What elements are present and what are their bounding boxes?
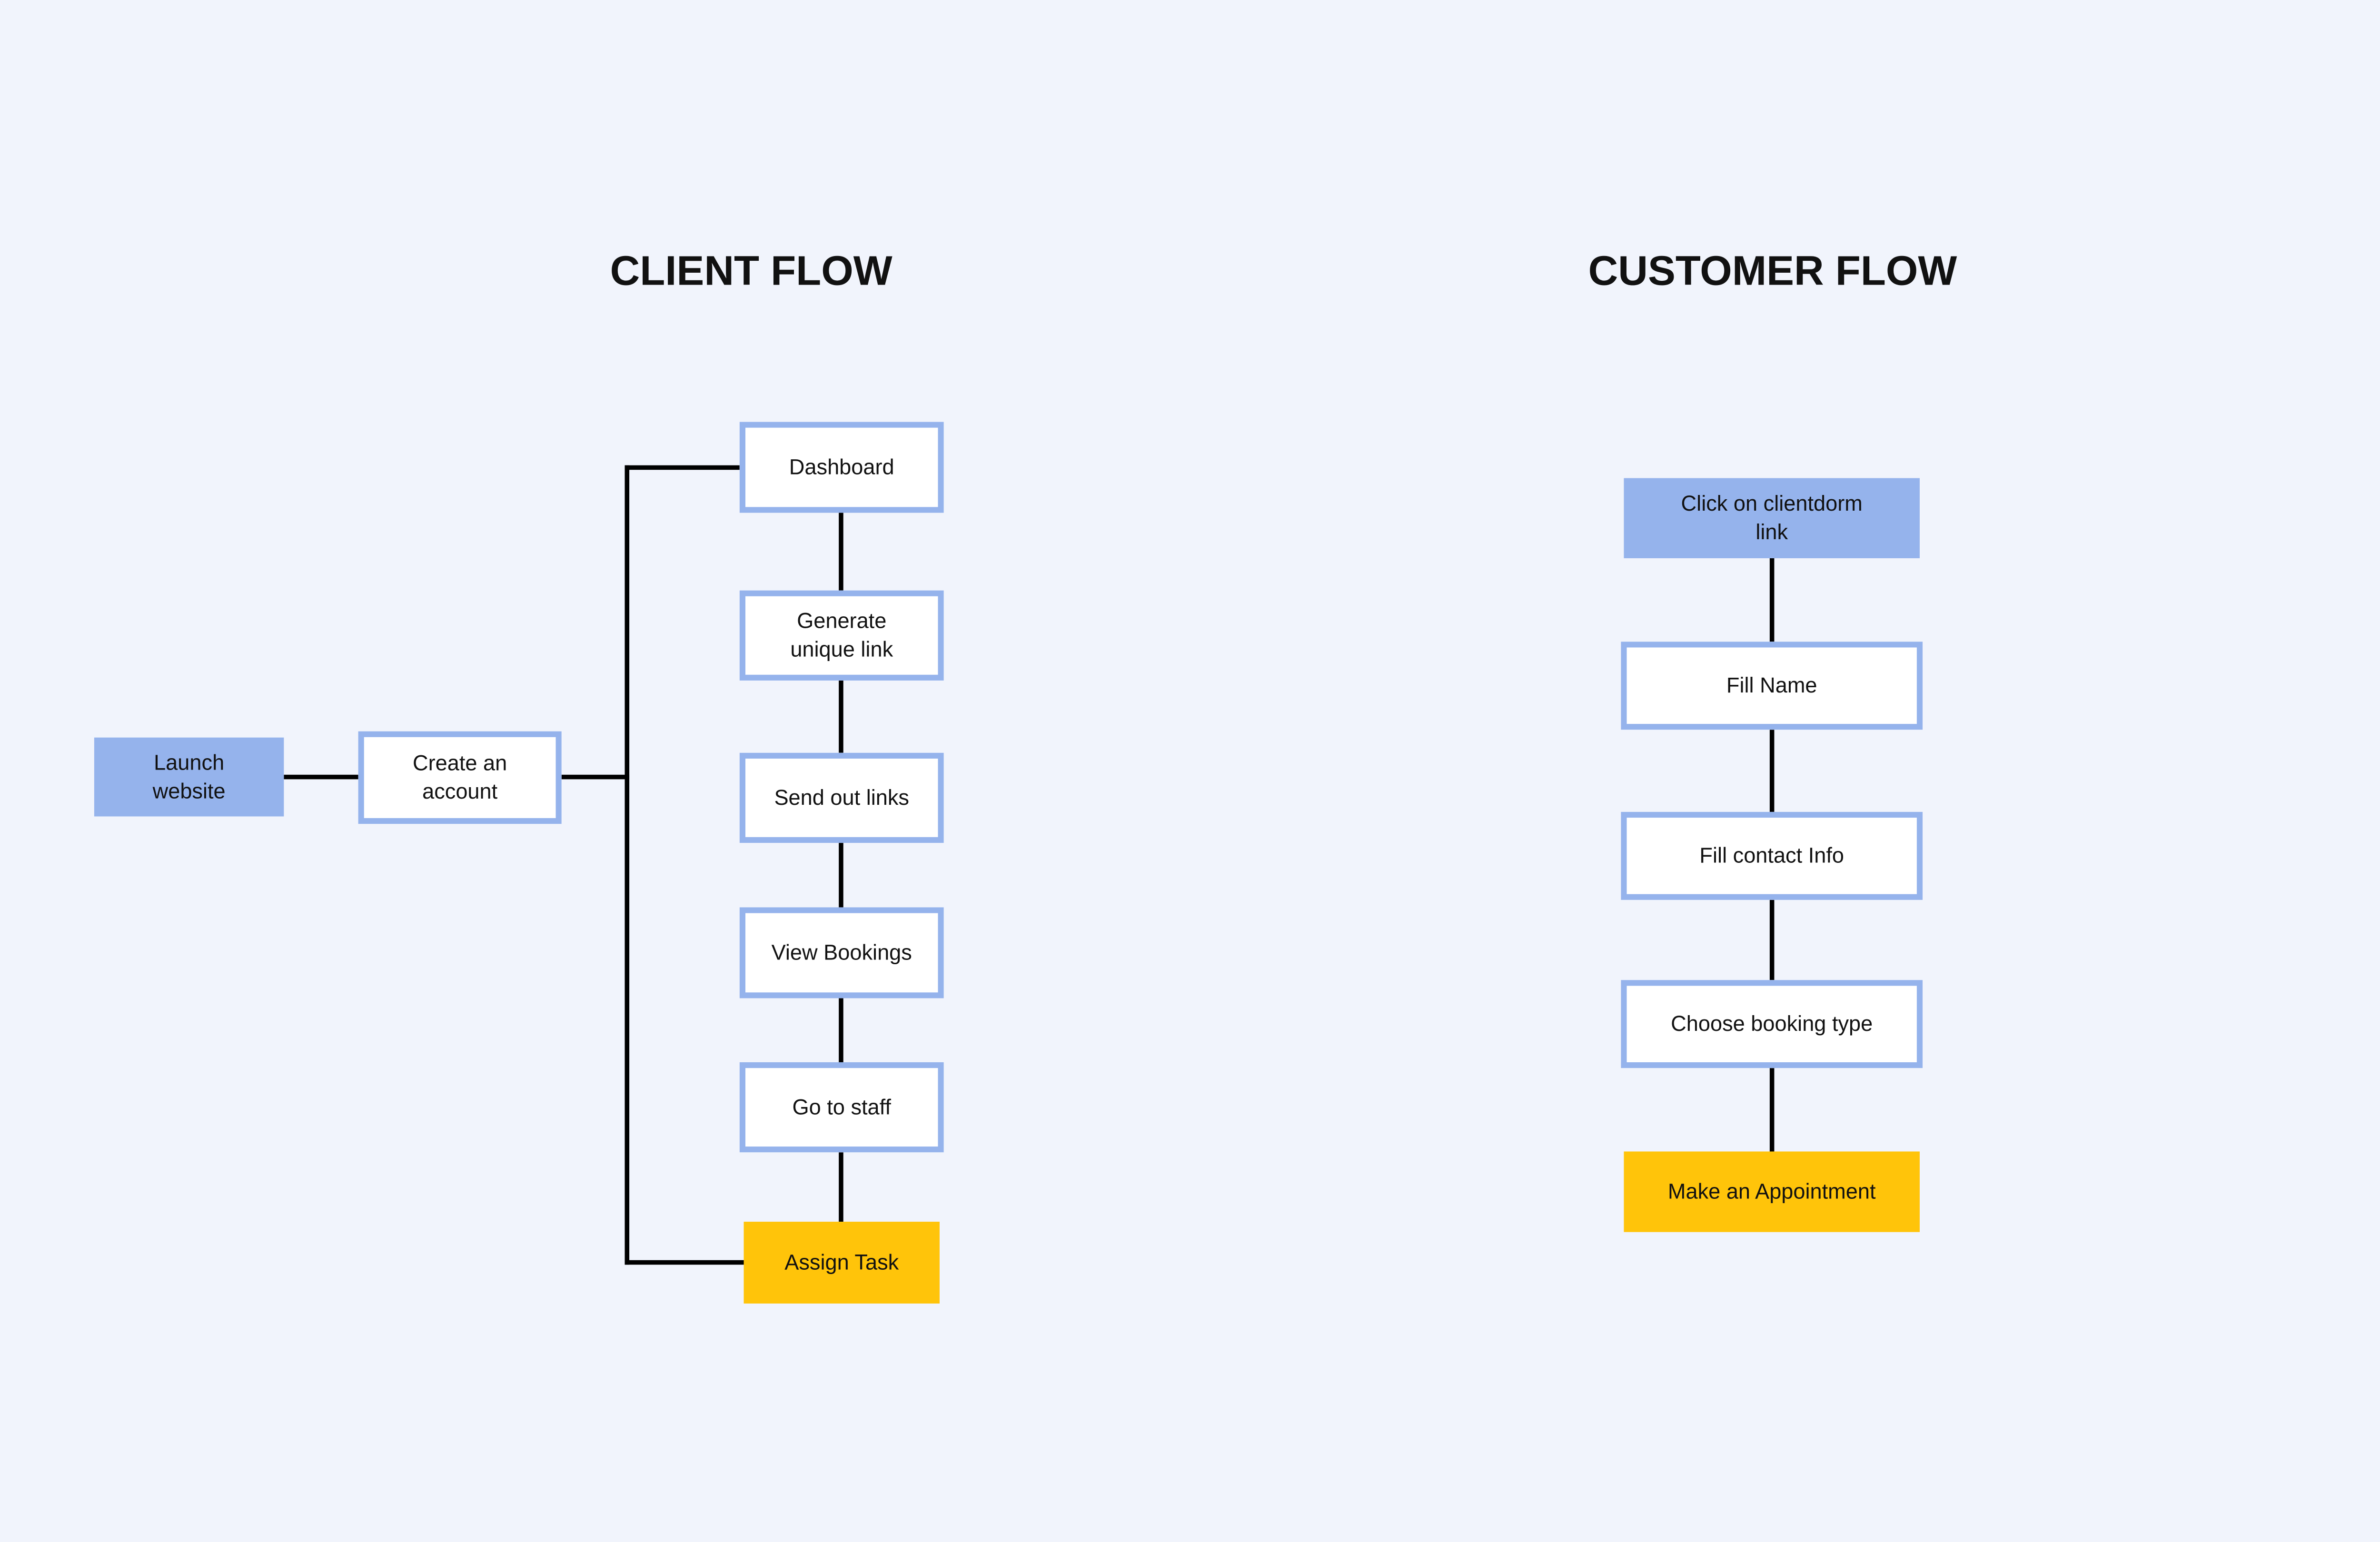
node-fill-name: Fill Name [1621,642,1923,730]
node-click-clientdorm-link: Click on clientdorm link [1624,478,1920,558]
node-label-view-bookings: View Bookings [771,940,912,965]
flowchart-canvas: CLIENT FLOW CUSTOMER FLOW Launch website… [0,101,2380,1441]
node-label-generate-unique-link: Generate unique link [790,609,893,662]
node-label-choose-booking-type: Choose booking type [1671,1012,1873,1036]
node-generate-unique-link: Generate unique link [739,590,944,681]
node-make-an-appointment: Make an Appointment [1624,1151,1920,1232]
edge-trunk-vertical [625,465,630,1265]
node-view-bookings: View Bookings [739,907,944,998]
edge-go-to-assign [839,1152,843,1222]
node-dashboard: Dashboard [739,422,944,513]
node-label-go-to-staff: Go to staff [792,1095,891,1119]
edge-fill-name-to-contact [1769,730,1775,812]
node-label-send-out-links: Send out links [774,785,910,810]
node-go-to-staff: Go to staff [739,1062,944,1153]
node-create-account: Create an account [358,731,562,824]
edge-contact-to-booking-type [1769,900,1775,980]
node-label-dashboard: Dashboard [789,455,894,479]
node-label-assign-task: Assign Task [784,1250,899,1275]
node-choose-booking-type: Choose booking type [1621,980,1923,1068]
node-label-fill-name: Fill Name [1726,673,1817,698]
edge-launch-to-create [284,774,358,780]
node-label-click-clientdorm-link: Click on clientdorm link [1681,492,1863,544]
node-send-out-links: Send out links [739,752,944,843]
edge-view-to-go [839,998,843,1062]
node-label-make-an-appointment: Make an Appointment [1667,1179,1876,1204]
edge-generate-to-send [839,680,843,753]
edge-send-to-view [839,843,843,908]
edge-trunk-to-dashboard [625,465,740,470]
client-flow-title: CLIENT FLOW [610,247,892,294]
edge-dashboard-to-generate [839,513,843,591]
edge-create-to-trunk [561,774,630,780]
edge-trunk-to-assign-task [625,1260,744,1265]
node-launch-website: Launch website [94,737,284,817]
customer-flow-title: CUSTOMER FLOW [1588,247,1957,294]
node-label-create-account: Create an account [413,751,507,804]
node-label-launch-website: Launch website [152,751,226,803]
node-label-fill-contact-info: Fill contact Info [1699,843,1844,868]
node-assign-task: Assign Task [744,1222,940,1304]
node-fill-contact-info: Fill contact Info [1621,811,1923,900]
edge-click-to-fill-name [1769,558,1775,642]
edge-booking-type-to-appointment [1769,1068,1775,1152]
